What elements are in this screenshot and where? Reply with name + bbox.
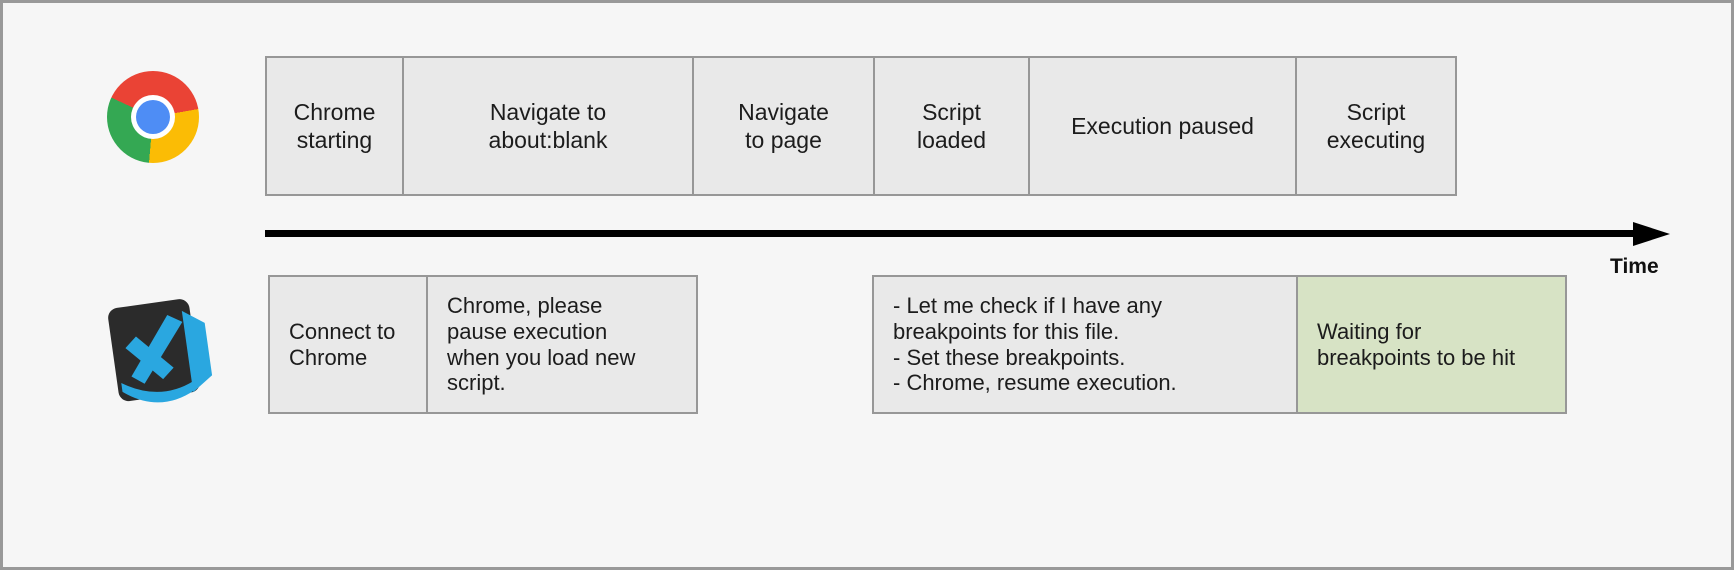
chrome-icon	[107, 71, 199, 163]
event-label: Execution paused	[1071, 112, 1254, 139]
event-box-chrome-starting: Chrome starting	[265, 56, 404, 196]
event-label: Script loaded	[916, 98, 987, 153]
timeline-arrowhead-icon	[1633, 222, 1670, 246]
event-box-pause-request: Chrome, please pause execution when you …	[426, 275, 698, 414]
time-axis-label: Time	[1610, 255, 1659, 278]
timeline-arrow-line	[265, 230, 1635, 237]
event-label: Chrome, please pause execution when you …	[447, 292, 636, 396]
event-label: Navigate to page	[738, 98, 829, 153]
event-label: Connect to Chrome	[289, 318, 396, 370]
event-label: Waiting for breakpoints to be hit	[1317, 318, 1516, 370]
event-box-connect-to-chrome: Connect to Chrome	[268, 275, 428, 414]
event-label: Script executing	[1326, 98, 1426, 153]
event-label: Navigate to about:blank	[488, 98, 608, 153]
chrome-icon-center	[136, 100, 170, 134]
event-box-navigate-about-blank: Navigate to about:blank	[402, 56, 694, 196]
event-label: Chrome starting	[293, 98, 376, 153]
vscode-icon	[108, 299, 213, 403]
event-box-waiting-for-breakpoints: Waiting for breakpoints to be hit	[1296, 275, 1567, 414]
event-box-execution-paused: Execution paused	[1028, 56, 1297, 196]
event-label: - Let me check if I have any breakpoints…	[893, 292, 1177, 396]
event-box-set-breakpoints: - Let me check if I have any breakpoints…	[872, 275, 1298, 414]
chrome-lane: Chrome starting Navigate to about:blank …	[265, 56, 1457, 196]
event-box-script-loaded: Script loaded	[873, 56, 1030, 196]
vscode-lane-right-group: - Let me check if I have any breakpoints…	[872, 275, 1567, 414]
vscode-lane-left-group: Connect to Chrome Chrome, please pause e…	[268, 275, 698, 414]
event-box-navigate-to-page: Navigate to page	[692, 56, 875, 196]
event-box-script-executing: Script executing	[1295, 56, 1457, 196]
